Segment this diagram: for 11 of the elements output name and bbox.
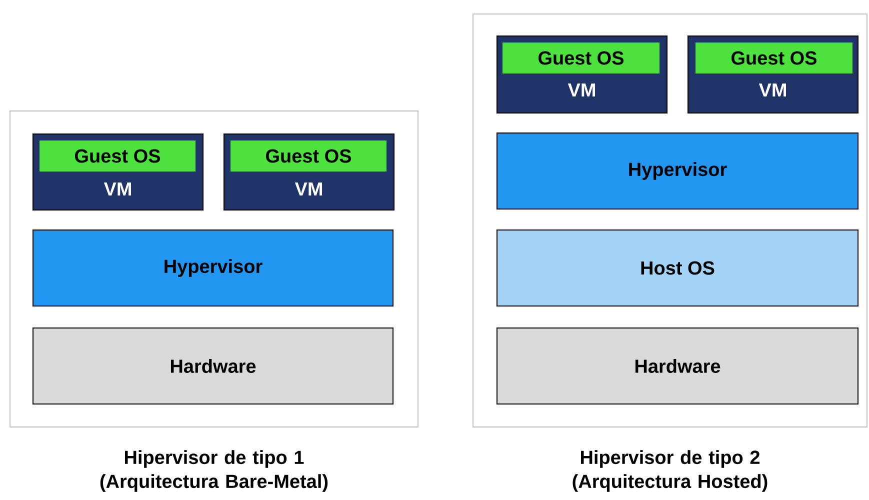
hypervisor-box: Hypervisor bbox=[496, 132, 858, 210]
guest-os-box: Guest OS bbox=[40, 140, 196, 172]
hardware-box: Hardware bbox=[496, 327, 858, 404]
node-label: Hipervisor de tipo 1 (Arquitectura Bare-Metal) bbox=[100, 450, 328, 492]
guest-os-box: Guest OS bbox=[696, 42, 852, 74]
guest-os-box: Guest OS bbox=[230, 140, 386, 172]
guest-os-box: Guest OS bbox=[502, 42, 660, 74]
host-os-box: Host OS bbox=[496, 230, 858, 306]
hypervisor-box: Hypervisor bbox=[32, 230, 394, 306]
node-label: Hipervisor de tipo 2 (Arquitectura Hosted) bbox=[572, 450, 768, 492]
hardware-box: Hardware bbox=[32, 327, 394, 404]
